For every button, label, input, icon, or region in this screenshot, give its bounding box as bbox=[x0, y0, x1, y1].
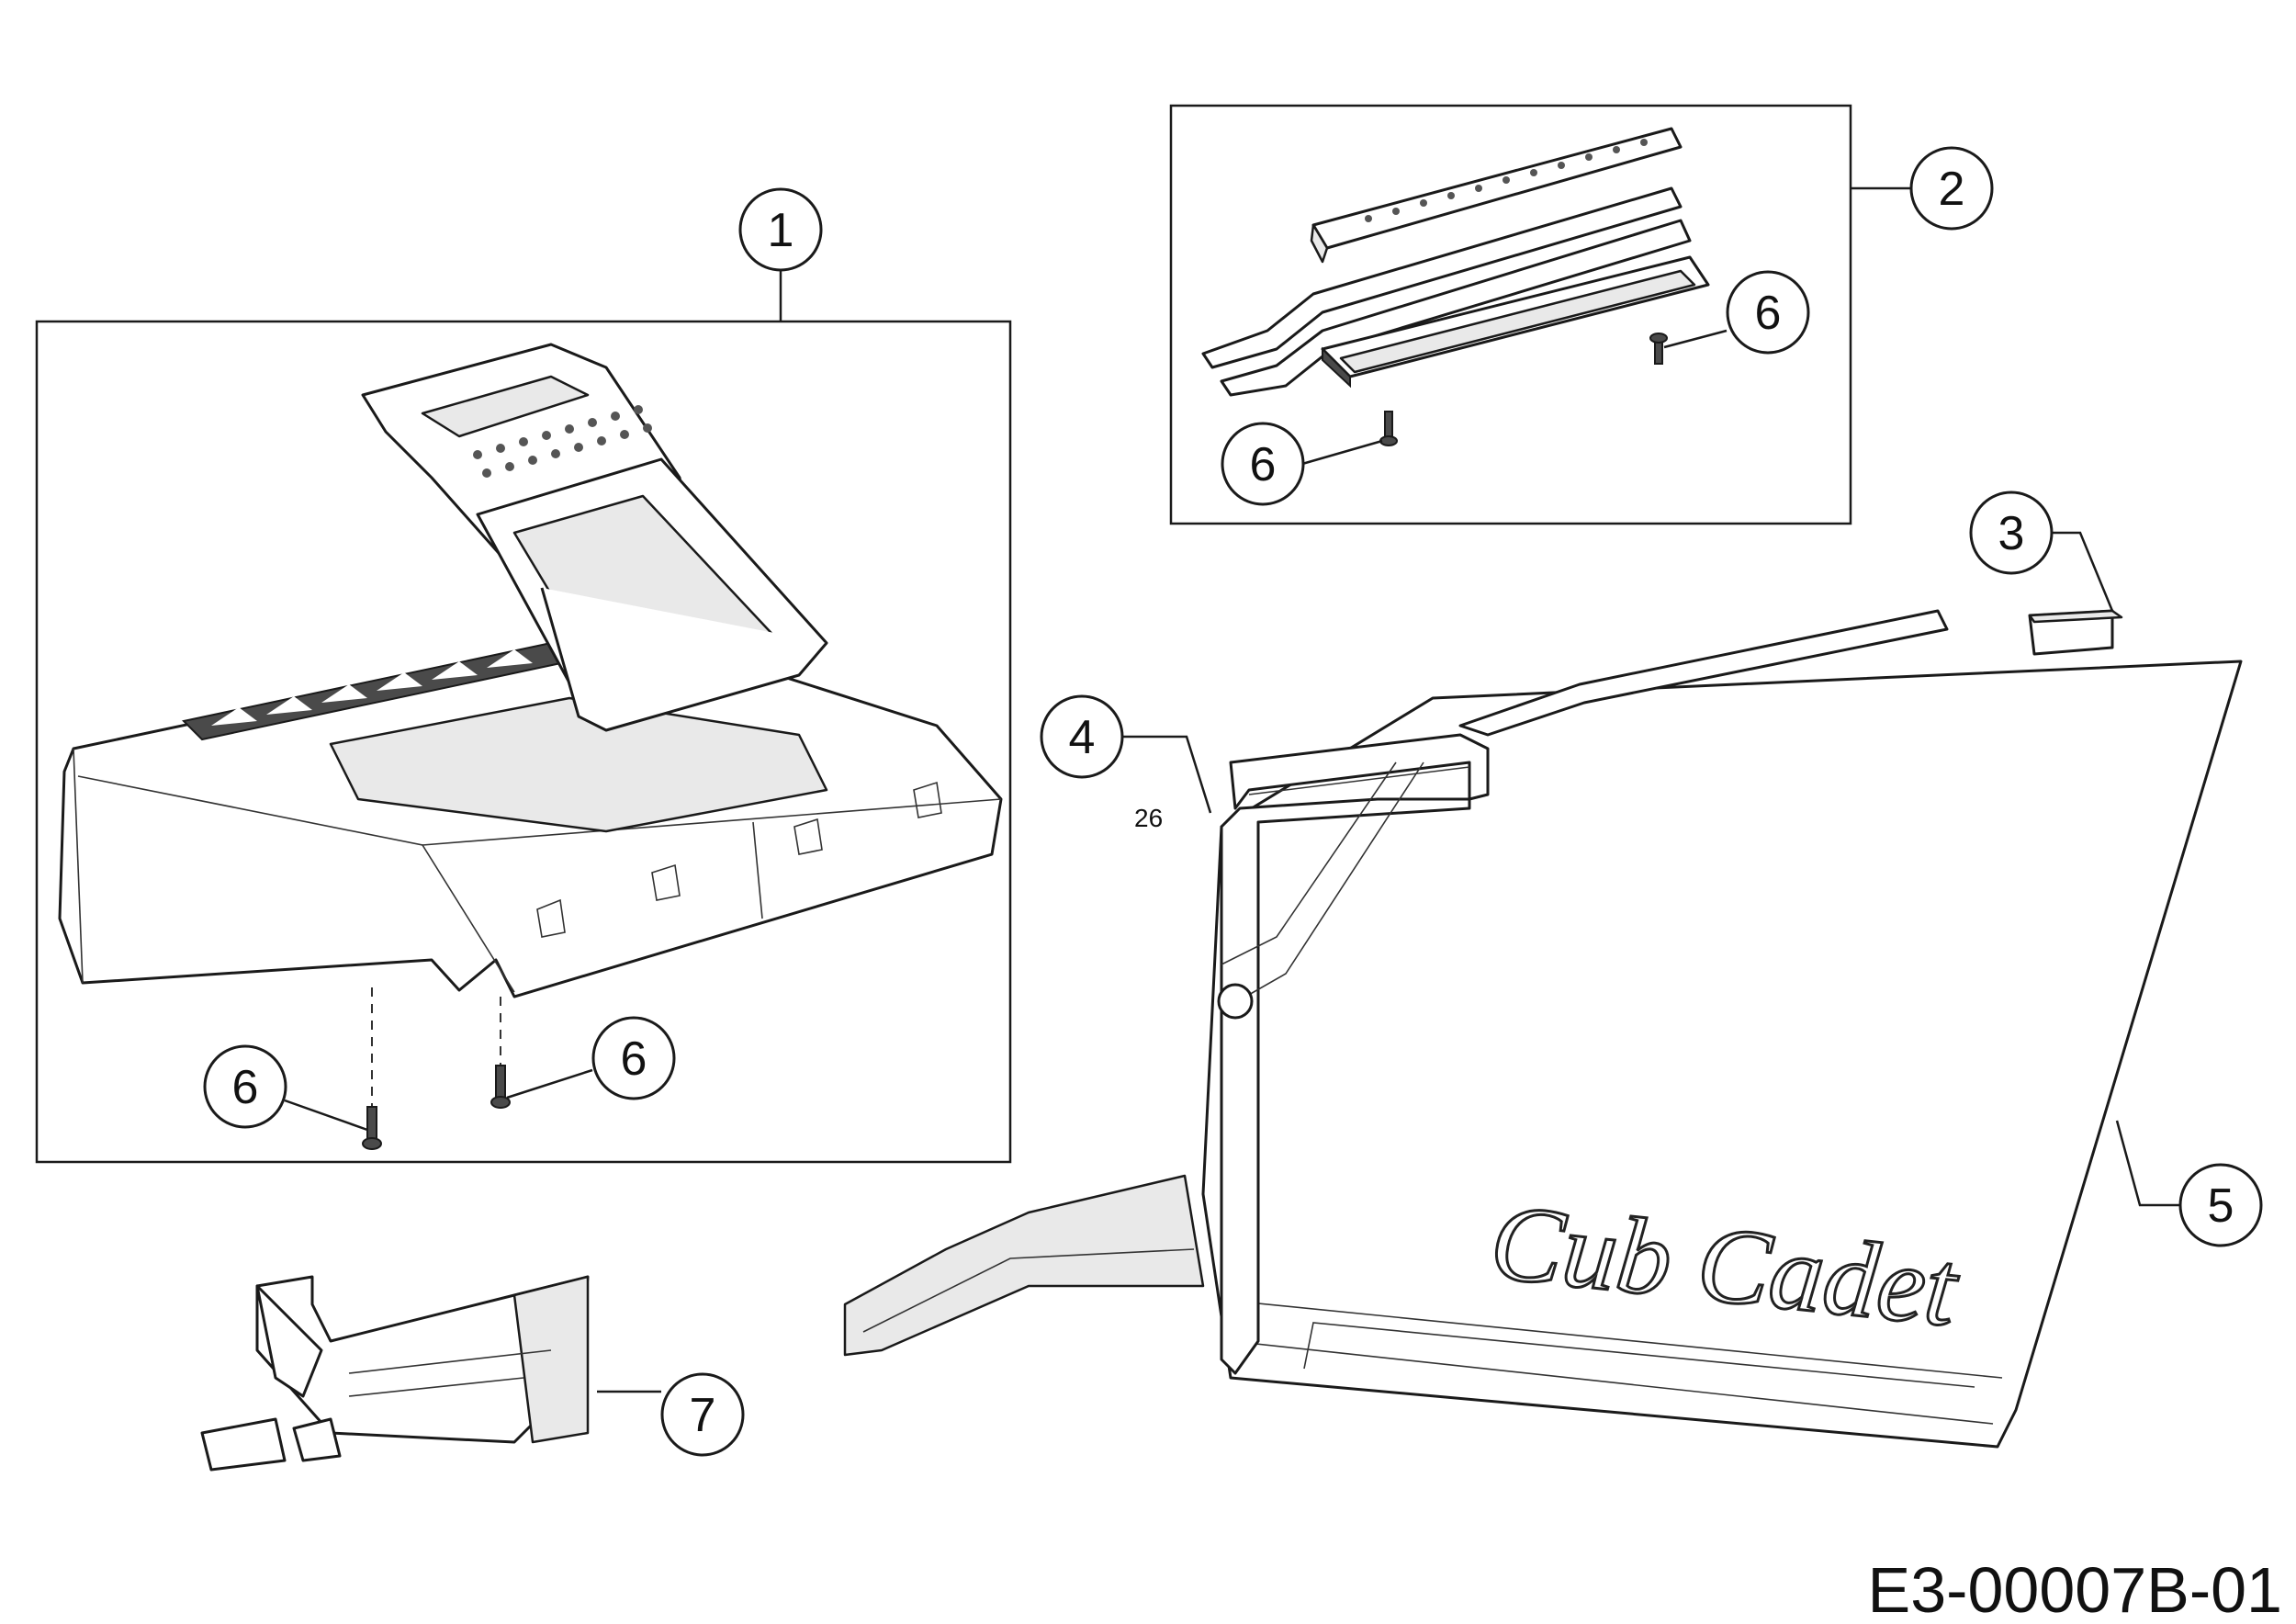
svg-text:2: 2 bbox=[1939, 163, 1965, 216]
cap-part bbox=[2028, 609, 2123, 656]
top-rod-part bbox=[1458, 609, 1949, 737]
screw-part bbox=[1649, 333, 1668, 365]
svg-text:4: 4 bbox=[1069, 711, 1096, 764]
callout-4: 4 bbox=[1040, 694, 1124, 779]
svg-text:6: 6 bbox=[1250, 438, 1277, 491]
callout-6: 6 bbox=[203, 1044, 287, 1129]
callout-1: 1 bbox=[738, 187, 823, 272]
callout-7: 7 bbox=[660, 1372, 745, 1457]
screw-part bbox=[490, 997, 511, 1109]
dimension-label: 26 bbox=[1134, 804, 1163, 832]
svg-text:1: 1 bbox=[768, 204, 794, 257]
svg-text:5: 5 bbox=[2208, 1179, 2234, 1233]
assembly-2-frame bbox=[1169, 104, 1852, 525]
screw-part bbox=[1379, 411, 1398, 446]
svg-text:3: 3 bbox=[1998, 507, 2025, 560]
grass-bag-part bbox=[1201, 660, 2243, 1449]
assembly-1-frame bbox=[35, 320, 1012, 1164]
callout-5: 5 bbox=[2178, 1163, 2263, 1247]
callout-6: 6 bbox=[591, 1016, 676, 1100]
svg-text:6: 6 bbox=[621, 1032, 647, 1086]
callout-6: 6 bbox=[1221, 422, 1305, 506]
chute-part bbox=[843, 1174, 1205, 1357]
bag-frame-part bbox=[1217, 733, 1490, 1375]
grip-part bbox=[1310, 127, 1683, 264]
svg-text:6: 6 bbox=[232, 1061, 259, 1114]
callout-2: 2 bbox=[1909, 146, 1994, 231]
grip-base-part bbox=[1321, 255, 1710, 389]
drawing-code: E3-00007B-01 bbox=[1868, 1554, 2282, 1624]
svg-text:7: 7 bbox=[690, 1389, 716, 1442]
support-part bbox=[200, 1275, 590, 1472]
svg-text:6: 6 bbox=[1755, 287, 1782, 340]
callout-6: 6 bbox=[1726, 270, 1810, 355]
callout-3: 3 bbox=[1969, 491, 2054, 575]
top-cover-part bbox=[58, 343, 1003, 998]
screw-part bbox=[362, 987, 382, 1150]
handle-bar-part bbox=[1201, 186, 1692, 397]
